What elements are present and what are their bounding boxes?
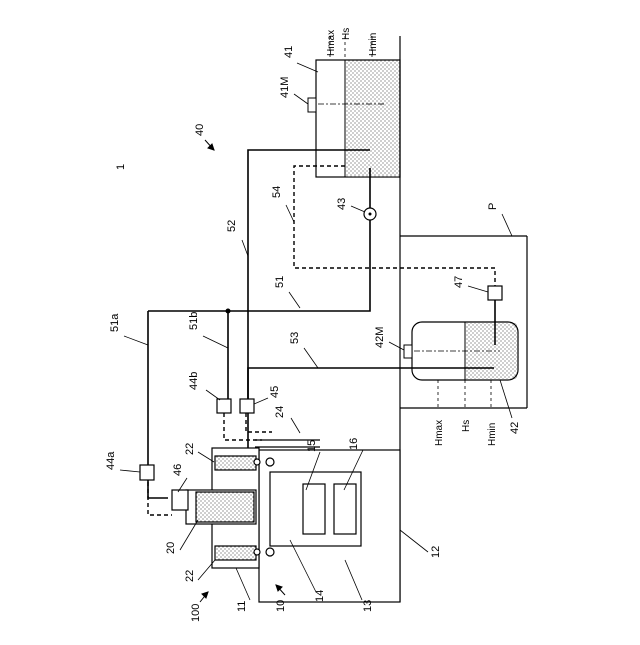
label-valve44b: 44b xyxy=(188,372,200,390)
label-valve44a: 44a xyxy=(105,451,117,470)
tank-42 xyxy=(404,322,518,410)
label-line52: 52 xyxy=(226,220,238,232)
level-hs-top: Hs xyxy=(341,28,352,40)
label-line51a: 51a xyxy=(109,313,121,332)
label-valve45: 45 xyxy=(269,386,281,398)
level-hs-bottom: Hs xyxy=(461,420,472,432)
tank-41 xyxy=(308,36,400,177)
label-machine100: 100 xyxy=(190,604,202,622)
label-sensor47: 47 xyxy=(453,276,465,288)
ground-lines xyxy=(400,36,527,602)
label-tank-motor: 41M xyxy=(279,77,291,98)
label-part11: 11 xyxy=(236,601,248,612)
label-line51b: 51b xyxy=(188,312,200,330)
label-line53: 53 xyxy=(289,332,301,344)
level-hmax-bottom: Hmax xyxy=(434,420,445,446)
label-part20: 20 xyxy=(165,542,177,554)
label-fig: 1 xyxy=(115,164,127,170)
label-tank2: 42 xyxy=(509,422,521,434)
machine xyxy=(172,440,400,602)
label-part24: 24 xyxy=(274,406,286,418)
label-pit: P xyxy=(487,203,499,210)
label-line54: 54 xyxy=(271,186,283,198)
levels-bottom: Hmax Hs Hmin xyxy=(434,420,498,446)
level-hmin-bottom: Hmin xyxy=(487,423,498,446)
label-machine10: 10 xyxy=(275,600,287,612)
label-system: 40 xyxy=(194,124,206,136)
label-tank: 41 xyxy=(283,46,295,58)
level-hmin-top: Hmin xyxy=(368,33,379,56)
pump-43 xyxy=(364,208,376,220)
label-part15: 15 xyxy=(306,440,318,452)
label-part22-bottom: 22 xyxy=(184,570,196,582)
label-line51: 51 xyxy=(274,276,286,288)
label-part12: 12 xyxy=(430,546,442,558)
label-part16: 16 xyxy=(348,438,360,450)
label-pump: 43 xyxy=(336,198,348,210)
label-tank2-motor: 42M xyxy=(374,327,386,348)
level-hmax-top: Hmax xyxy=(326,30,337,56)
levels-top: Hmax Hs Hmin xyxy=(326,28,379,56)
label-part13: 13 xyxy=(362,600,374,612)
label-part22-top: 22 xyxy=(184,443,196,455)
label-part46: 46 xyxy=(172,464,184,476)
